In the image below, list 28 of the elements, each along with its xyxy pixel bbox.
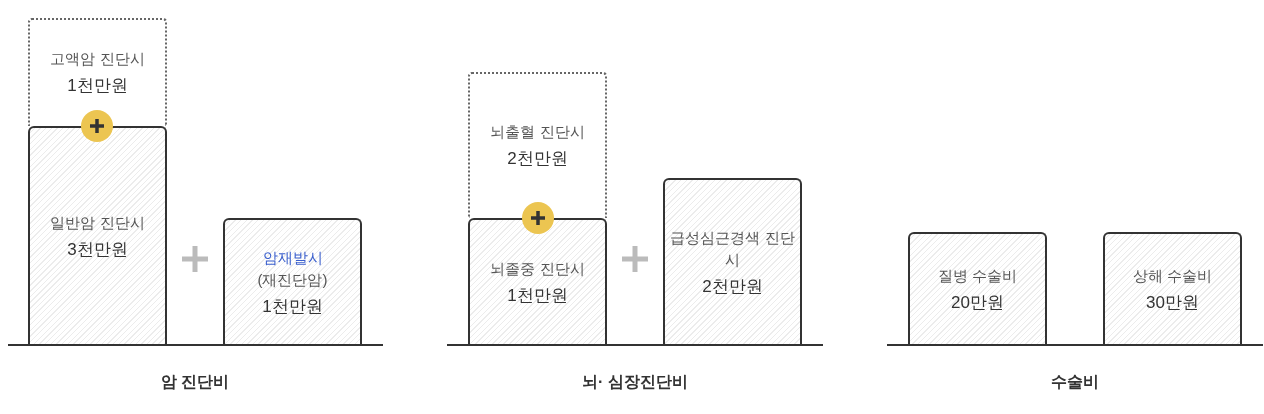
amount-text: 1천만원: [262, 295, 323, 318]
coverage-text: (재진단암): [257, 269, 328, 290]
coverage-box: [28, 126, 167, 345]
dotted-box: [468, 72, 607, 218]
coverage-text: 뇌출혈 진단시: [490, 122, 585, 142]
coverage-box: [223, 218, 362, 345]
amount-text: 1천만원: [507, 284, 568, 307]
amount-text: 2천만원: [702, 275, 763, 298]
coverage-box: [908, 232, 1047, 345]
amount-text: 2천만원: [507, 148, 568, 170]
coverage-box: [1103, 232, 1242, 345]
amount-text: 30만원: [1146, 291, 1199, 314]
coverage-box: [468, 218, 607, 345]
group-label: 암 진단비: [160, 372, 230, 392]
coverage-text: 일반암 진단시: [50, 212, 145, 233]
amount-text: 20만원: [951, 291, 1004, 314]
coverage-text: 상해 수술비: [1132, 265, 1213, 286]
group-label: 뇌· 심장진단비: [582, 372, 688, 392]
amount-text: 3천만원: [67, 238, 128, 261]
coverage-text: 암재발시: [262, 247, 323, 268]
coverage-text: 질병 수술비: [937, 265, 1018, 286]
coverage-box: [663, 178, 802, 345]
coverage-text: 뇌졸중 진단시: [490, 258, 585, 279]
dotted-box: [28, 18, 167, 126]
group-label: 수술비: [1051, 372, 1099, 392]
coverage-text: 급성심근경색 진단시: [669, 227, 796, 270]
amount-text: 1천만원: [67, 75, 128, 97]
coverage-text: 고액암 진단시: [50, 49, 145, 69]
